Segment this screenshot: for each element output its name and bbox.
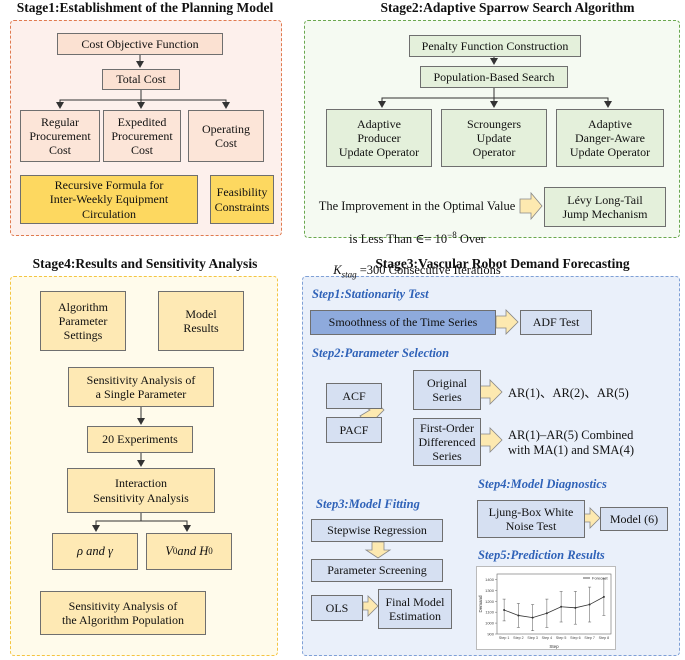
v0-sub: 0: [172, 546, 178, 557]
smoothness-box: Smoothness of the Time Series: [310, 310, 496, 335]
data-point: [503, 609, 506, 611]
improvement-line2b: Over: [456, 232, 485, 247]
pacf-box: PACF: [326, 417, 382, 443]
original-series-box: Original Series: [413, 370, 481, 410]
arrow-original-to-ar: [479, 379, 503, 405]
feasibility-constraints-box: Feasibility Constraints: [210, 175, 274, 224]
rho-gamma-label: ρ and γ: [77, 544, 113, 559]
operating-cost-box: Operating Cost: [188, 110, 264, 162]
model-results-box: Model Results: [158, 291, 244, 351]
stage3-title: Stage3:Vascular Robot Demand Forecasting: [375, 256, 630, 271]
expedited-procurement-box: Expedited Procurement Cost: [103, 110, 181, 162]
stage4-title: Stage4:Results and Sensitivity Analysis: [32, 256, 258, 271]
step4-label: Step4:Model Diagnostics: [478, 477, 607, 491]
producer-operator-box: Adaptive Producer Update Operator: [326, 109, 432, 167]
chart-plot-area: [496, 573, 612, 635]
y-tick-label: 900: [487, 632, 494, 637]
regular-procurement-box: Regular Procurement Cost: [20, 110, 100, 162]
y-tick-label: 1000: [485, 621, 495, 626]
recursive-formula-box: Recursive Formula for Inter-Weekly Equip…: [20, 175, 198, 224]
stage1-title: Stage1:Establishment of the Planning Mod…: [16, 0, 274, 15]
x-tick-label: Step 7: [584, 636, 594, 640]
h0-sub: 0: [208, 546, 213, 557]
step5-label: Step5:Prediction Results: [478, 548, 605, 562]
improvement-line1: The Improvement in the Optimal Value: [318, 198, 516, 213]
x-tick-label: Step 3: [527, 636, 537, 640]
interaction-sa-box: Interaction Sensitivity Analysis: [67, 468, 215, 513]
data-point: [560, 605, 563, 608]
ols-box: OLS: [311, 595, 363, 621]
improvement-line2a: is Less Than ∈= 10: [349, 232, 448, 247]
acf-box: ACF: [326, 383, 382, 409]
data-point: [588, 603, 591, 606]
stepwise-regression-box: Stepwise Regression: [311, 519, 443, 542]
arrow-improvement-to-levy: [519, 191, 543, 221]
improvement-k: K: [333, 263, 342, 278]
y-axis-label: Demand: [478, 595, 483, 613]
population-sa-box: Sensitivity Analysis of the Algorithm Po…: [40, 591, 206, 635]
x-tick-label: Step 1: [499, 636, 509, 640]
arrow-stepwise-to-screening: [364, 541, 392, 559]
total-cost-box: Total Cost: [102, 69, 180, 90]
population-search-box: Population-Based Search: [420, 66, 568, 88]
improvement-exponent: −8: [447, 229, 457, 240]
parameter-screening-box: Parameter Screening: [311, 559, 443, 582]
y-tick-label: 1400: [485, 577, 495, 582]
v0-label: V: [165, 544, 173, 559]
arrow-ljung-to-model6: [583, 507, 601, 529]
data-point: [545, 612, 548, 615]
legend-label: Forecast: [592, 576, 608, 581]
improvement-criterion-text: The Improvement in the Optimal Value is …: [308, 183, 526, 281]
step2-label: Step2:Parameter Selection: [312, 346, 450, 360]
arrow-smoothness-to-adf: [495, 309, 519, 335]
arrow-ols-to-final: [362, 595, 379, 617]
stage2-title: Stage2:Adaptive Sparrow Search Algorithm: [380, 0, 635, 15]
data-point: [574, 606, 577, 609]
step3-label: Step3:Model Fitting: [316, 497, 420, 511]
x-tick-label: Step 4: [542, 636, 552, 640]
rho-gamma-box: ρ and γ: [52, 533, 138, 570]
ar-combined-text: AR(1)–AR(5) Combined with MA(1) and SMA(…: [508, 428, 635, 457]
ar-original-text: AR(1)、AR(2)、AR(5): [508, 386, 629, 400]
ljung-box-test-box: Ljung-Box White Noise Test: [477, 500, 585, 538]
penalty-function-box: Penalty Function Construction: [409, 35, 581, 57]
step1-label: Step1:Stationarity Test: [312, 287, 429, 301]
x-axis-label: Step: [549, 644, 559, 649]
data-point: [531, 616, 534, 619]
x-tick-label: Step 6: [570, 636, 580, 640]
data-point: [517, 614, 520, 617]
y-tick-label: 1100: [485, 610, 494, 615]
x-tick-label: Step 8: [599, 636, 609, 640]
algorithm-parameter-settings-box: Algorithm Parameter Settings: [40, 291, 126, 351]
levy-jump-box: Lévy Long-Tail Jump Mechanism: [544, 187, 666, 227]
improvement-line3: =300 Consecutive Iterations: [356, 263, 501, 278]
danger-aware-operator-box: Adaptive Danger-Aware Update Operator: [556, 109, 664, 167]
first-order-series-box: First-Order Differenced Series: [413, 418, 481, 466]
x-tick-label: Step 2: [513, 636, 523, 640]
model6-box: Model (6): [600, 507, 668, 531]
cost-objective-box: Cost Objective Function: [57, 33, 223, 55]
improvement-k-sub: stag: [341, 269, 357, 280]
data-point: [602, 595, 605, 598]
y-tick-label: 1200: [485, 599, 495, 604]
and-h-label: and H: [177, 544, 209, 559]
experiments-box: 20 Experiments: [87, 426, 193, 453]
series-line: [503, 596, 605, 619]
single-parameter-sa-box: Sensitivity Analysis of a Single Paramet…: [68, 367, 214, 407]
adf-test-box: ADF Test: [520, 310, 592, 335]
final-model-box: Final Model Estimation: [378, 589, 452, 629]
scroungers-operator-box: Scroungers Update Operator: [441, 109, 547, 167]
arrow-first-order-to-combined: [479, 427, 503, 453]
x-tick-label: Step 5: [556, 636, 566, 640]
y-tick-label: 1300: [485, 588, 495, 593]
